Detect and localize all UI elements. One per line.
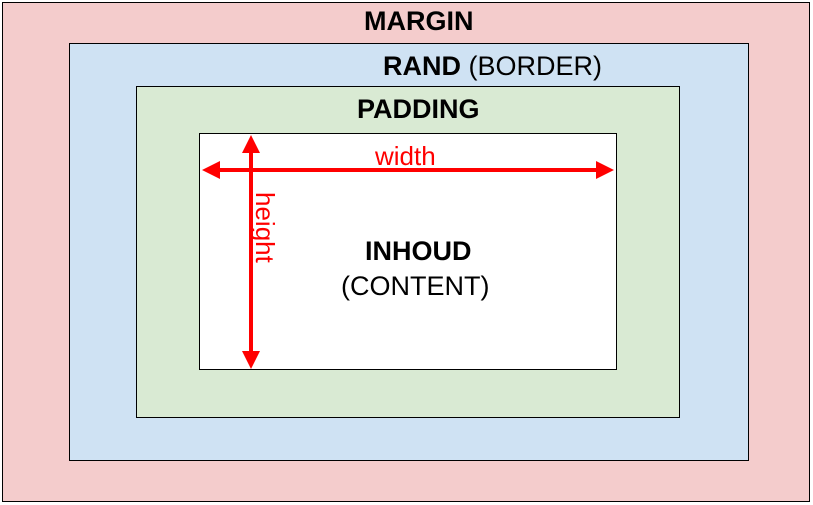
margin-label: MARGIN: [364, 6, 474, 36]
content-sublabel: (CONTENT): [341, 271, 490, 301]
border-sublabel: (BORDER): [461, 51, 603, 81]
width-label: width: [375, 141, 436, 171]
border-label: RAND: [383, 51, 461, 81]
padding-label: PADDING: [357, 94, 480, 124]
content-area: [199, 133, 617, 370]
content-label: INHOUD: [365, 236, 472, 266]
border-label-group: RAND (BORDER): [383, 53, 602, 80]
height-label: height: [250, 192, 280, 263]
